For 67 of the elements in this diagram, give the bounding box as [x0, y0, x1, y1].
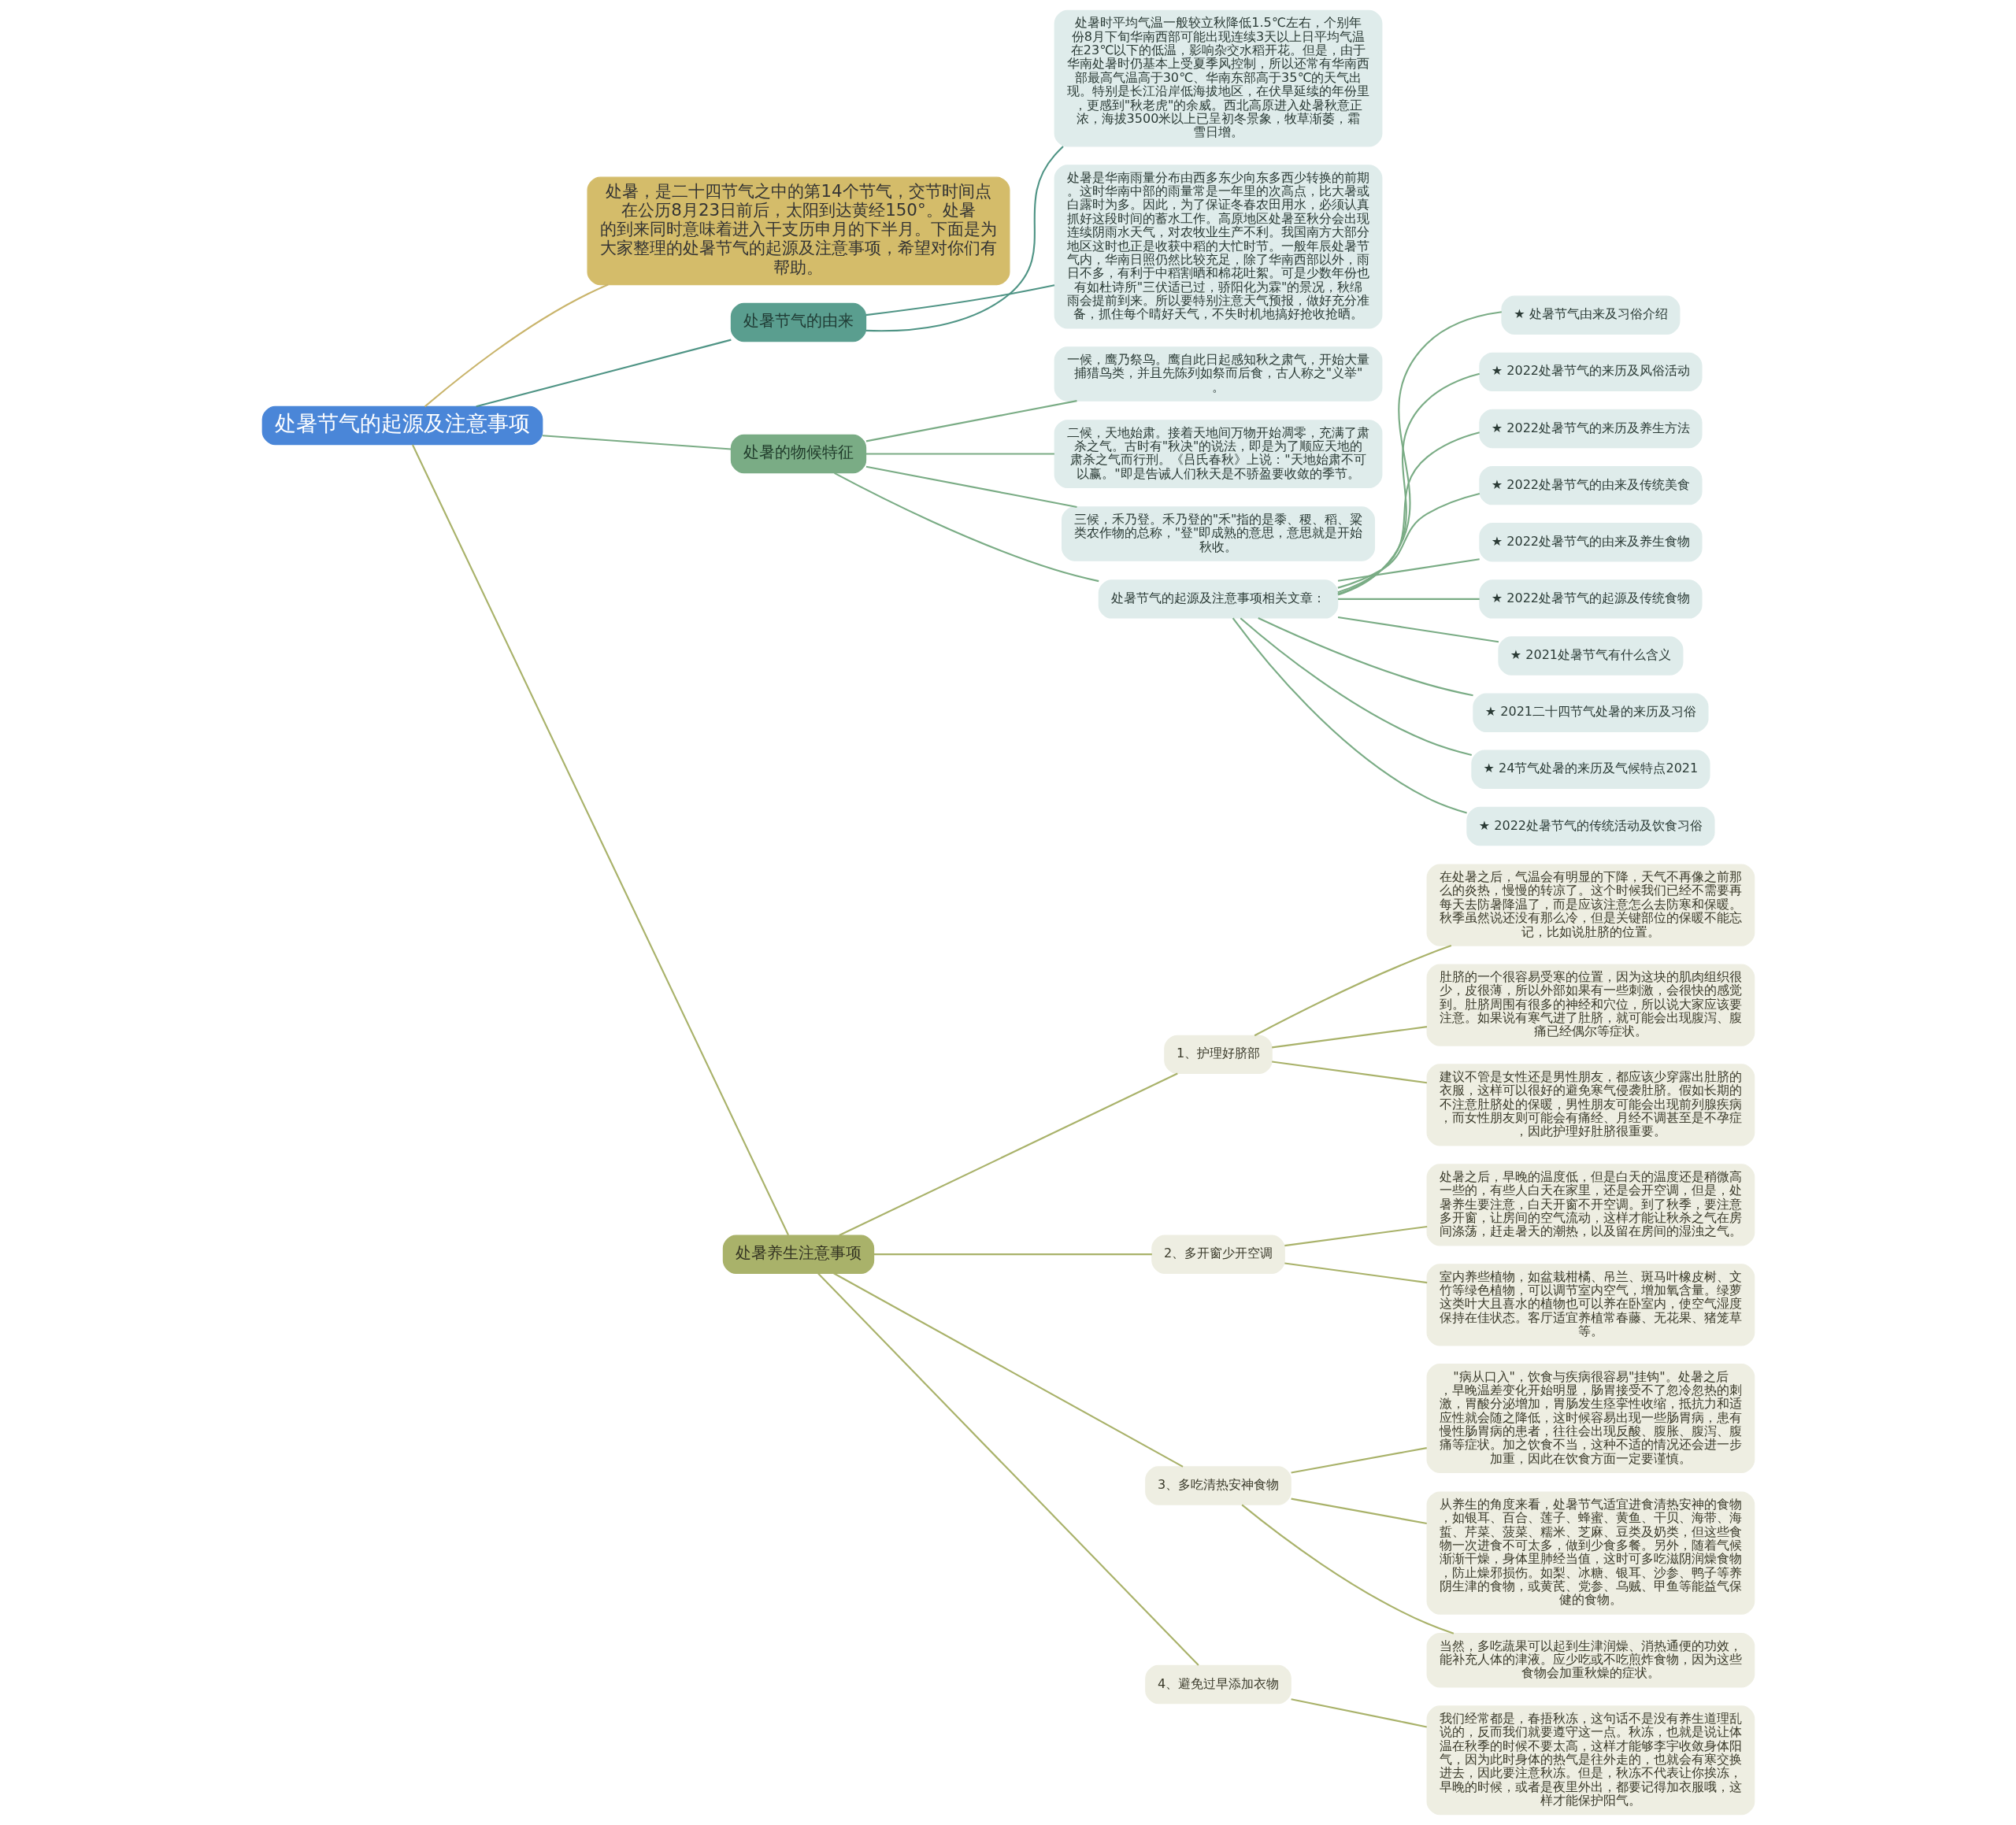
node-box: ★ 2022处暑节气的由来及传统美食 — [1478, 465, 1703, 505]
node-box: 4、避免过早添加衣物 — [1144, 1664, 1292, 1705]
node-box: 处暑节气的起源及注意事项相关文章： — [1098, 579, 1338, 619]
node-box: 处暑的物候特征 — [730, 434, 866, 474]
node-box: 处暑之后，早晚的温度低，但是白天的温度还是稍微高一些的，有些人白天在家里，还是会开空调，但是，处暑养生要注意，白天开窗不开空调。到了秋季，要注意多开窗，让房间的空气流动，这样才能让秋杀之气在房间涤荡，赶走暑天的潮热，以及留在房间的湿浊之气。 — [1426, 1164, 1755, 1246]
connector — [1337, 372, 1480, 595]
connector — [1271, 1061, 1427, 1084]
node-box: 当然，多吃蔬果可以起到生津润燥、消热通便的功效，能补充人体的津液。应少吃或不吃煎炸食物，因为这些食物会加重秋燥的症状。 — [1426, 1633, 1755, 1688]
node-box: ★ 2022处暑节气的由来及养生食物 — [1478, 523, 1703, 562]
node-box: "病从口入"，饮食与疾病很容易"挂钩"。处暑之后，早晚温差变化开始明显，肠胃接受不了忽冷忽热的刺激，胃酸分泌增加，胃肠发生痉挛性收缩，抵抗力和适应性就会随之降低，这时候容易出现一些肠胃病，患有慢性肠胃病的患者，往往会出现反酸、腹胀、腹泻、腹痛等症状。加之饮食不当，这种不适的情况还会进一步加重，因此在饮食方面一定要谨慎。 — [1426, 1364, 1755, 1474]
node-box: ★ 2021处暑节气有什么含义 — [1497, 636, 1683, 676]
node-box: ★ 2022处暑节气的来历及风俗活动 — [1478, 352, 1703, 392]
node-box: 室内养些植物，如盆栽柑橘、吊兰、斑马叶橡皮树、文竹等绿色植物，可以调节室内空气，增加氧含量。绿萝这类叶大且喜水的植物也可以养在卧室内，使空气湿度保持在佳状态。客厅适宜养植常春藤、无花果、猪笼草等。 — [1426, 1264, 1755, 1346]
connector — [865, 400, 1077, 442]
connector — [1290, 1447, 1427, 1474]
connector — [1337, 598, 1480, 600]
node-box: 2、多开窗少开空调 — [1151, 1235, 1285, 1274]
node-box: ★ 2022处暑节气的来历及养生方法 — [1478, 409, 1703, 449]
connector — [1271, 1026, 1427, 1049]
connector — [1284, 1225, 1427, 1247]
node-box: ★ 2022处暑节气的传统活动及饮食习俗 — [1466, 806, 1715, 846]
connector — [411, 444, 789, 1236]
node-box: ★ 24节气处暑的来历及气候特点2021 — [1470, 750, 1710, 790]
connector — [1337, 616, 1499, 643]
node-box: 建议不管是女性还是男性朋友，都应该少穿露出肚脐的衣服，这样可以很好的避免寒气侵袭肚脐。假如长期的不注意肚脐处的保暖，男性朋友可能会出现前列腺疾病，而女性朋友则可能会有痛经、月经不调甚至是不孕症，因此护理好肚脐很重要。 — [1426, 1064, 1755, 1146]
connector — [865, 465, 1077, 508]
node-box: 处暑，是二十四节气之中的第14个节气，交节时间点在公历8月23日前后，太阳到达黄经150°。处暑的到来同时意味着进入干支历申月的下半月。下面是为大家整理的处暑节气的起源及注意事项，希望对你们有帮助。 — [586, 176, 1010, 286]
node-box: 肚脐的一个很容易受寒的位置，因为这块的肌肉组织很少，皮很薄，所以外部如果有一些刺激，会很快的感觉到。肚脐周围有很多的神经和穴位，所以说大家应该要注意。如果说有寒气进了肚脐，就可能会出现腹泻、腹痛已经偶尔等症状。 — [1426, 964, 1755, 1046]
connector — [832, 1272, 1184, 1468]
connector — [1240, 1504, 1454, 1634]
connector — [475, 339, 732, 408]
node-box: 三候，禾乃登。禾乃登的"禾"指的是黍、稷、稻、粱类农作物的总称，"登"即成熟的意思，意思就是开始秋收。 — [1061, 506, 1375, 561]
connector — [1337, 493, 1480, 589]
connector — [865, 453, 1054, 455]
connector — [1257, 617, 1473, 697]
connector — [1284, 1262, 1427, 1284]
node-box: ★ 处暑节气由来及习俗介绍 — [1500, 295, 1680, 335]
connector — [1337, 431, 1480, 594]
node-box: ★ 2022处暑节气的起源及传统食物 — [1478, 579, 1703, 619]
node-box: 3、多吃清热安神食物 — [1144, 1466, 1292, 1505]
node-box: 处暑节气的起源及注意事项 — [261, 405, 543, 446]
node-box: 处暑节气的由来 — [730, 302, 866, 342]
connector — [424, 283, 609, 408]
connector — [833, 472, 1099, 583]
connector — [1240, 617, 1472, 756]
connector — [1290, 1698, 1427, 1728]
node-box: ★ 2021二十四节气处暑的来历及习俗 — [1472, 693, 1709, 732]
connector — [542, 435, 732, 450]
node-box: 处暑是华南雨量分布由西多东少向东多西少转换的前期。这时华南中部的雨量常是一年里的次高点，比大暑或白露时为多。因此，为了保证冬春农田用水，必须认真抓好这段时间的蓄水工作。高原地区处暑至秋分会出现连续阴雨水天气，对农牧业生产不利。我国南方大部分地区这时也正是收获中稻的大忙时节。一般年辰处暑节气内，华南日照仍然比较充足，除了华南西部以外，雨日不多，有利于中稻割晒和棉花吐絮。可是少数年份也有如杜诗所"三伏适已过，骄阳化为霖"的景况，秋绵雨会提前到来。所以要特别注意天气预报，做好充分准备，抓住每个晴好天气，不失时机地搞好抢收抢晒。 — [1054, 165, 1382, 329]
node-box: 处暑养生注意事项 — [722, 1235, 874, 1274]
connector — [865, 146, 1064, 332]
node-box: 在处暑之后，气温会有明显的下降，天气不再像之前那么的炎热，慢慢的转凉了。这个时候我们已经不需要再每天去防暑降温了，而是应该注意怎么去防寒和保暖。秋季虽然说还没有那么冷，但是关键部位的保暖不能忘记，比如说肚脐的位置。 — [1426, 864, 1755, 946]
connector — [1290, 1497, 1427, 1524]
connector — [817, 1272, 1199, 1666]
connector — [1337, 311, 1502, 596]
connector — [873, 1253, 1152, 1256]
node-box: 一候，鹰乃祭鸟。鹰自此日起感知秋之肃气，开始大量捕猎鸟类，并且先陈列如祭而后食，古人称之"义举"。 — [1054, 346, 1382, 402]
node-box: 我们经常都是，春捂秋冻，这句话不是没有养生道理乱说的，反而我们就要遵守这一点。秋冻，也就是说让体温在秋季的时候不要太高，这样才能够李宇收敛身体阳气，因为此时身体的热气是往外走的，也就会有寒交换进去，因此要注意秋冻。但是，秋冻不代表让你挨冻，早晚的时候，或者是夜里外出，都要记得加衣服哦，这样才能保护阳气。 — [1426, 1705, 1755, 1816]
connector — [865, 284, 1054, 317]
connector — [838, 1072, 1178, 1237]
node-box: 从养生的角度来看，处暑节气适宜进食清热安神的食物，如银耳、百合、莲子、蜂蜜、黄鱼、干贝、海带、海蜇、芹菜、菠菜、糯米、芝麻、豆类及奶类，但这些食物一次进食不可太多，做到少食多餐。另外，随着气候渐渐干燥，身体里肺经当值，这时可多吃滋阴润燥食物，防止燥邪损伤。如梨、冰糖、银耳、沙参、鸭子等养阴生津的食物，或黄芪、党参、乌贼、甲鱼等能益气保健的食物。 — [1426, 1491, 1755, 1615]
connector — [1254, 945, 1451, 1037]
connector — [1232, 617, 1467, 814]
node-box: 1、护理好脐部 — [1163, 1035, 1273, 1075]
node-box: 处暑时平均气温一般较立秋降低1.5℃左右，个别年份8月下旬华南西部可能出现连续3天以上日平均气温在23℃以下的低温，影响杂交水稻开花。但是，由于华南处暑时仍基本上受夏季风控制，所以还常有华南西部最高气温高于30℃、华南东部高于35℃的天气出现。特别是长江沿岸低海拔地区，在伏旱延续的年份里，更感到"秋老虎"的余威。西北高原进入处暑秋意正浓，海拔3500米以上已呈初冬景象，牧草渐萎，霜雪日增。 — [1054, 9, 1382, 147]
connector — [1337, 558, 1480, 582]
node-box: 二候，天地始肃。接着天地间万物开始凋零，充满了肃杀之气。古时有"秋决"的说法，即是为了顺应天地的肃杀之气而行刑。《吕氏春秋》上说："天地始肃不可以赢。"即是告诫人们秋天是不骄盈要收敛的季节。 — [1054, 420, 1382, 488]
